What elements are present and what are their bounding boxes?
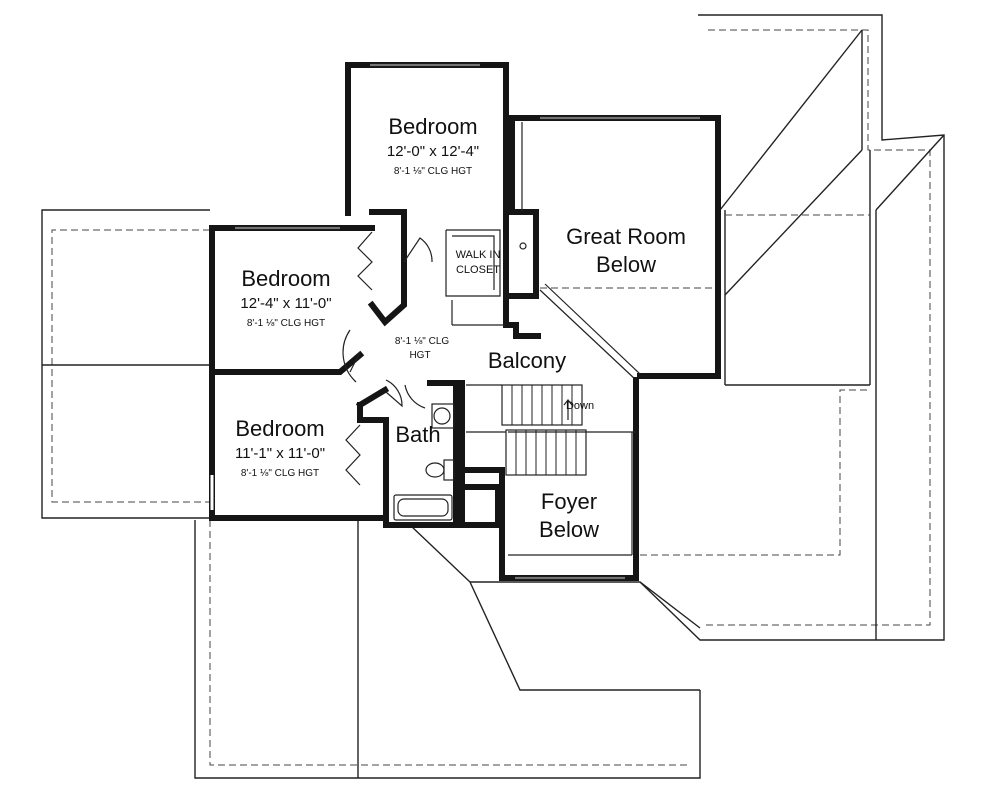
bedroom-left-dims: 12'-4" x 11'-0" [240,295,331,312]
hall-ceiling-line1: 8'-1 ⅛" CLG [395,336,450,347]
great-room-line1: Great Room [566,224,686,249]
bath-fixtures [393,403,455,521]
foyer-line2: Below [539,517,599,542]
bedroom-top-dims: 12'-0" x 12'-4" [387,143,479,160]
closet-line2: CLOSET [456,264,500,276]
windows [210,63,700,580]
bath-label: Bath [395,422,440,447]
closet-line1: WALK IN [456,249,501,261]
bedroom-bottom-name: Bedroom [235,416,324,441]
closet-doors [342,231,433,486]
bedroom-top-name: Bedroom [388,114,477,139]
stairs-down-label: Down [566,400,594,412]
hall-ceiling-line2: HGT [409,350,430,361]
staircase [466,384,587,476]
bedroom-top-ceiling: 8'-1 ⅛" CLG HGT [394,166,472,177]
roof-outline [41,14,945,779]
foyer-line1: Foyer [541,489,597,514]
bedroom-bottom-ceiling: 8'-1 ⅛" CLG HGT [241,468,319,479]
great-room-line2: Below [596,252,656,277]
open-below-lines [508,122,712,556]
bedroom-left-ceiling: 8'-1 ⅛" CLG HGT [247,318,325,329]
closet-interior [445,229,527,326]
balcony-label: Balcony [488,348,566,373]
bedroom-bottom-dims: 11'-1" x 11'-0" [235,445,325,462]
bedroom-left-name: Bedroom [241,266,330,291]
